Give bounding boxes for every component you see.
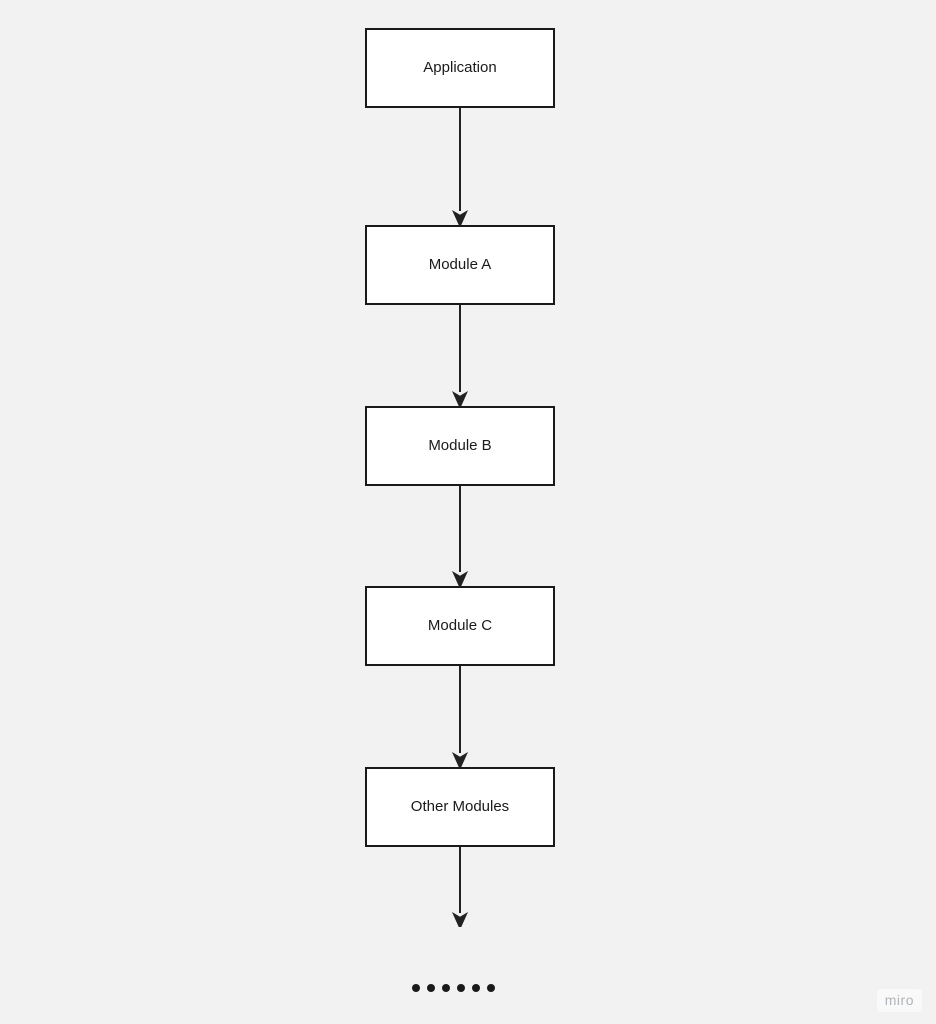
ellipsis-dot [457, 984, 465, 992]
arrow-head-icon [452, 210, 468, 225]
node-label: Module A [428, 256, 492, 273]
arrow-head-icon [452, 391, 468, 406]
arrow-line [459, 666, 461, 753]
flowchart-node-module-b[interactable]: Module B [365, 406, 555, 486]
arrow-head-icon [452, 912, 468, 927]
arrow-connector[interactable] [452, 108, 468, 225]
flowchart-node-module-a[interactable]: Module A [365, 225, 555, 305]
arrow-connector-trailing[interactable] [452, 847, 468, 927]
ellipsis-dots[interactable] [412, 984, 495, 992]
ellipsis-dot [427, 984, 435, 992]
arrow-connector[interactable] [452, 666, 468, 767]
arrow-connector[interactable] [452, 305, 468, 406]
ellipsis-dot [442, 984, 450, 992]
arrow-head-icon [452, 571, 468, 586]
flowchart-node-application[interactable]: Application [365, 28, 555, 108]
node-label: Module B [428, 437, 492, 454]
ellipsis-dot [487, 984, 495, 992]
node-label: Application [423, 59, 497, 76]
flowchart-node-other-modules[interactable]: Other Modules [365, 767, 555, 847]
ellipsis-dot [412, 984, 420, 992]
arrow-line [459, 108, 461, 211]
arrow-line [459, 847, 461, 913]
node-label: Module C [427, 617, 493, 634]
node-label: Other Modules [410, 798, 510, 815]
arrow-line [459, 305, 461, 392]
flowchart-node-module-c[interactable]: Module C [365, 586, 555, 666]
arrow-line [459, 486, 461, 572]
ellipsis-dot [472, 984, 480, 992]
arrow-head-icon [452, 752, 468, 767]
arrow-connector[interactable] [452, 486, 468, 586]
miro-watermark[interactable]: miro [876, 989, 922, 1012]
